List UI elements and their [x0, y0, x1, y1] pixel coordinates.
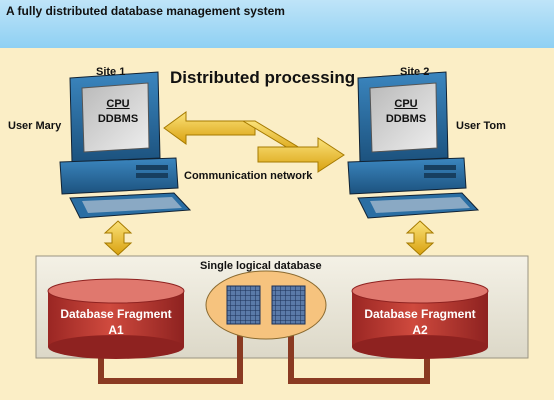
data-distribution-ellipse [205, 270, 327, 340]
fragment-a2-line1: Database Fragment [364, 307, 476, 321]
site1-label: Site 1 [96, 66, 126, 78]
fragment-a1-line1: Database Fragment [60, 307, 172, 321]
site1-screen-cpu: CPU [106, 98, 130, 110]
fragment-a1-line2: A1 [108, 323, 124, 337]
user-tom-label: User Tom [456, 120, 506, 132]
site1-screen-ddbms: DDBMS [97, 113, 139, 125]
site2-screen-cpu: CPU [394, 98, 418, 110]
computer-site1 [59, 71, 192, 219]
computer-site2 [347, 71, 480, 219]
data-grid-right [271, 285, 306, 325]
database-label: Single logical database [200, 260, 322, 272]
fragment-a1-cylinder [47, 278, 185, 359]
fragment-a2-cylinder [351, 278, 489, 359]
heading-distributed-processing: Distributed processing [170, 68, 356, 87]
fragment-a2-label: Database Fragment A2 [352, 306, 488, 338]
site1-link-arrow [103, 220, 133, 256]
fragment-a1-label: Database Fragment A1 [48, 306, 184, 338]
fragment-a2-line2: A2 [412, 323, 428, 337]
site2-screen-ddbms: DDBMS [385, 113, 427, 125]
user-mary-label: User Mary [8, 120, 62, 132]
site2-link-arrow [405, 220, 435, 256]
page-title: A fully distributed database management … [6, 4, 285, 18]
site2-label: Site 2 [400, 66, 430, 78]
data-grid-left [226, 285, 261, 325]
fragment-connectors [98, 333, 430, 384]
network-label: Communication network [184, 170, 313, 182]
header-bar: A fully distributed database management … [0, 0, 554, 48]
network-arrow [163, 111, 345, 173]
